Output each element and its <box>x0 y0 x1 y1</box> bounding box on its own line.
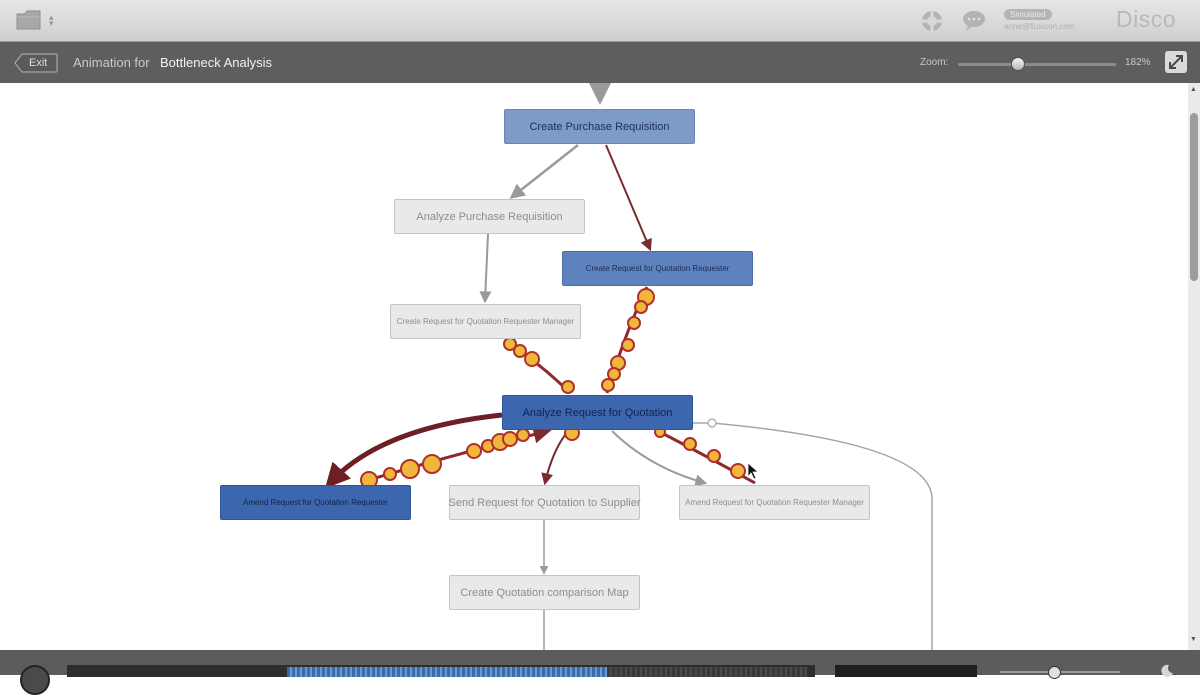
scroll-down-icon[interactable]: ▼ <box>1190 636 1197 643</box>
edge-arfq-amend-heavy <box>324 412 503 489</box>
case-token <box>466 443 482 459</box>
node-create-purchase-requisition[interactable]: Create Purchase Requisition <box>504 109 695 144</box>
app-title-bar: ▴▾ Simulated anne@fluxicon.com Disco <box>0 0 1200 42</box>
animation-timeline[interactable] <box>67 665 815 677</box>
exit-button-label[interactable]: Exit <box>29 57 48 69</box>
node-create-rfq-requester[interactable]: Create Request for Quotation Requester <box>562 251 753 286</box>
user-email: anne@fluxicon.com <box>1004 22 1075 31</box>
app-logo: Disco <box>1116 6 1177 32</box>
case-token <box>634 300 648 314</box>
zoom-slider[interactable] <box>958 63 1116 66</box>
process-map-edges <box>324 83 933 650</box>
zoom-slider-handle[interactable] <box>1011 57 1026 71</box>
case-token <box>730 463 746 479</box>
scrollbar-thumb[interactable] <box>1190 113 1198 281</box>
exit-button[interactable] <box>14 53 58 73</box>
edge-arfq-loop <box>693 422 933 650</box>
node-amend-rfq-requester[interactable]: Amend Request for Quotation Requester <box>220 485 411 520</box>
case-token <box>621 338 635 352</box>
case-token <box>707 449 721 463</box>
case-token <box>561 380 575 394</box>
animation-toolbar <box>0 42 1200 83</box>
user-badge: Simulated <box>1004 9 1052 20</box>
case-token <box>627 316 641 330</box>
user-account[interactable]: Simulated anne@fluxicon.com <box>1004 9 1094 33</box>
scroll-up-icon[interactable]: ▲ <box>1190 86 1197 93</box>
case-token <box>400 459 420 479</box>
case-token <box>524 351 540 367</box>
edge-apr-crfqm <box>479 233 492 304</box>
zoom-value: 182% <box>1125 57 1151 68</box>
vertical-scrollbar[interactable]: ▲ ▼ <box>1188 83 1200 650</box>
case-token <box>683 437 697 451</box>
timeline-activity <box>287 667 607 677</box>
play-icon[interactable] <box>20 665 50 695</box>
animation-name: Bottleneck Analysis <box>160 55 273 70</box>
speech-bubble-icon[interactable] <box>962 9 986 33</box>
animation-label: Animation for <box>73 55 150 70</box>
case-token <box>383 467 397 481</box>
timeline-activity-remaining <box>607 667 807 677</box>
edge-arfq-arfqm <box>611 430 708 487</box>
case-token <box>422 454 442 474</box>
folder-icon[interactable] <box>16 10 42 30</box>
node-analyze-purchase-requisition[interactable]: Analyze Purchase Requisition <box>394 199 585 234</box>
process-map-canvas[interactable]: Create Purchase Requisition Analyze Purc… <box>0 83 1188 650</box>
animation-clock <box>835 665 977 677</box>
edge-cpr-apr <box>509 144 579 199</box>
chevron-updown-icon[interactable]: ▴▾ <box>49 12 54 28</box>
node-create-quotation-comparison-map[interactable]: Create Quotation comparison Map <box>449 575 640 610</box>
loop-anchor <box>707 418 717 428</box>
case-token <box>601 378 615 392</box>
case-token <box>607 367 621 381</box>
edge-cpr-crfqr <box>605 144 652 252</box>
node-create-rfq-requester-manager[interactable]: Create Request for Quotation Requester M… <box>390 304 581 339</box>
node-analyze-rfq[interactable]: Analyze Request for Quotation <box>502 395 693 430</box>
case-token <box>502 431 518 447</box>
moon-icon[interactable] <box>1160 664 1174 678</box>
mouse-cursor <box>747 462 760 480</box>
speed-slider-handle[interactable] <box>1048 666 1061 679</box>
lifebuoy-icon[interactable] <box>920 9 944 33</box>
edge-arfq-srfq <box>541 434 566 486</box>
zoom-label: Zoom: <box>920 57 949 68</box>
case-token <box>516 428 530 442</box>
case-token <box>513 344 527 358</box>
node-send-rfq-supplier[interactable]: Send Request for Quotation to Supplier <box>449 485 641 520</box>
expand-icon[interactable] <box>1165 51 1187 73</box>
node-amend-rfq-requester-manager[interactable]: Amend Request for Quotation Requester Ma… <box>679 485 870 520</box>
